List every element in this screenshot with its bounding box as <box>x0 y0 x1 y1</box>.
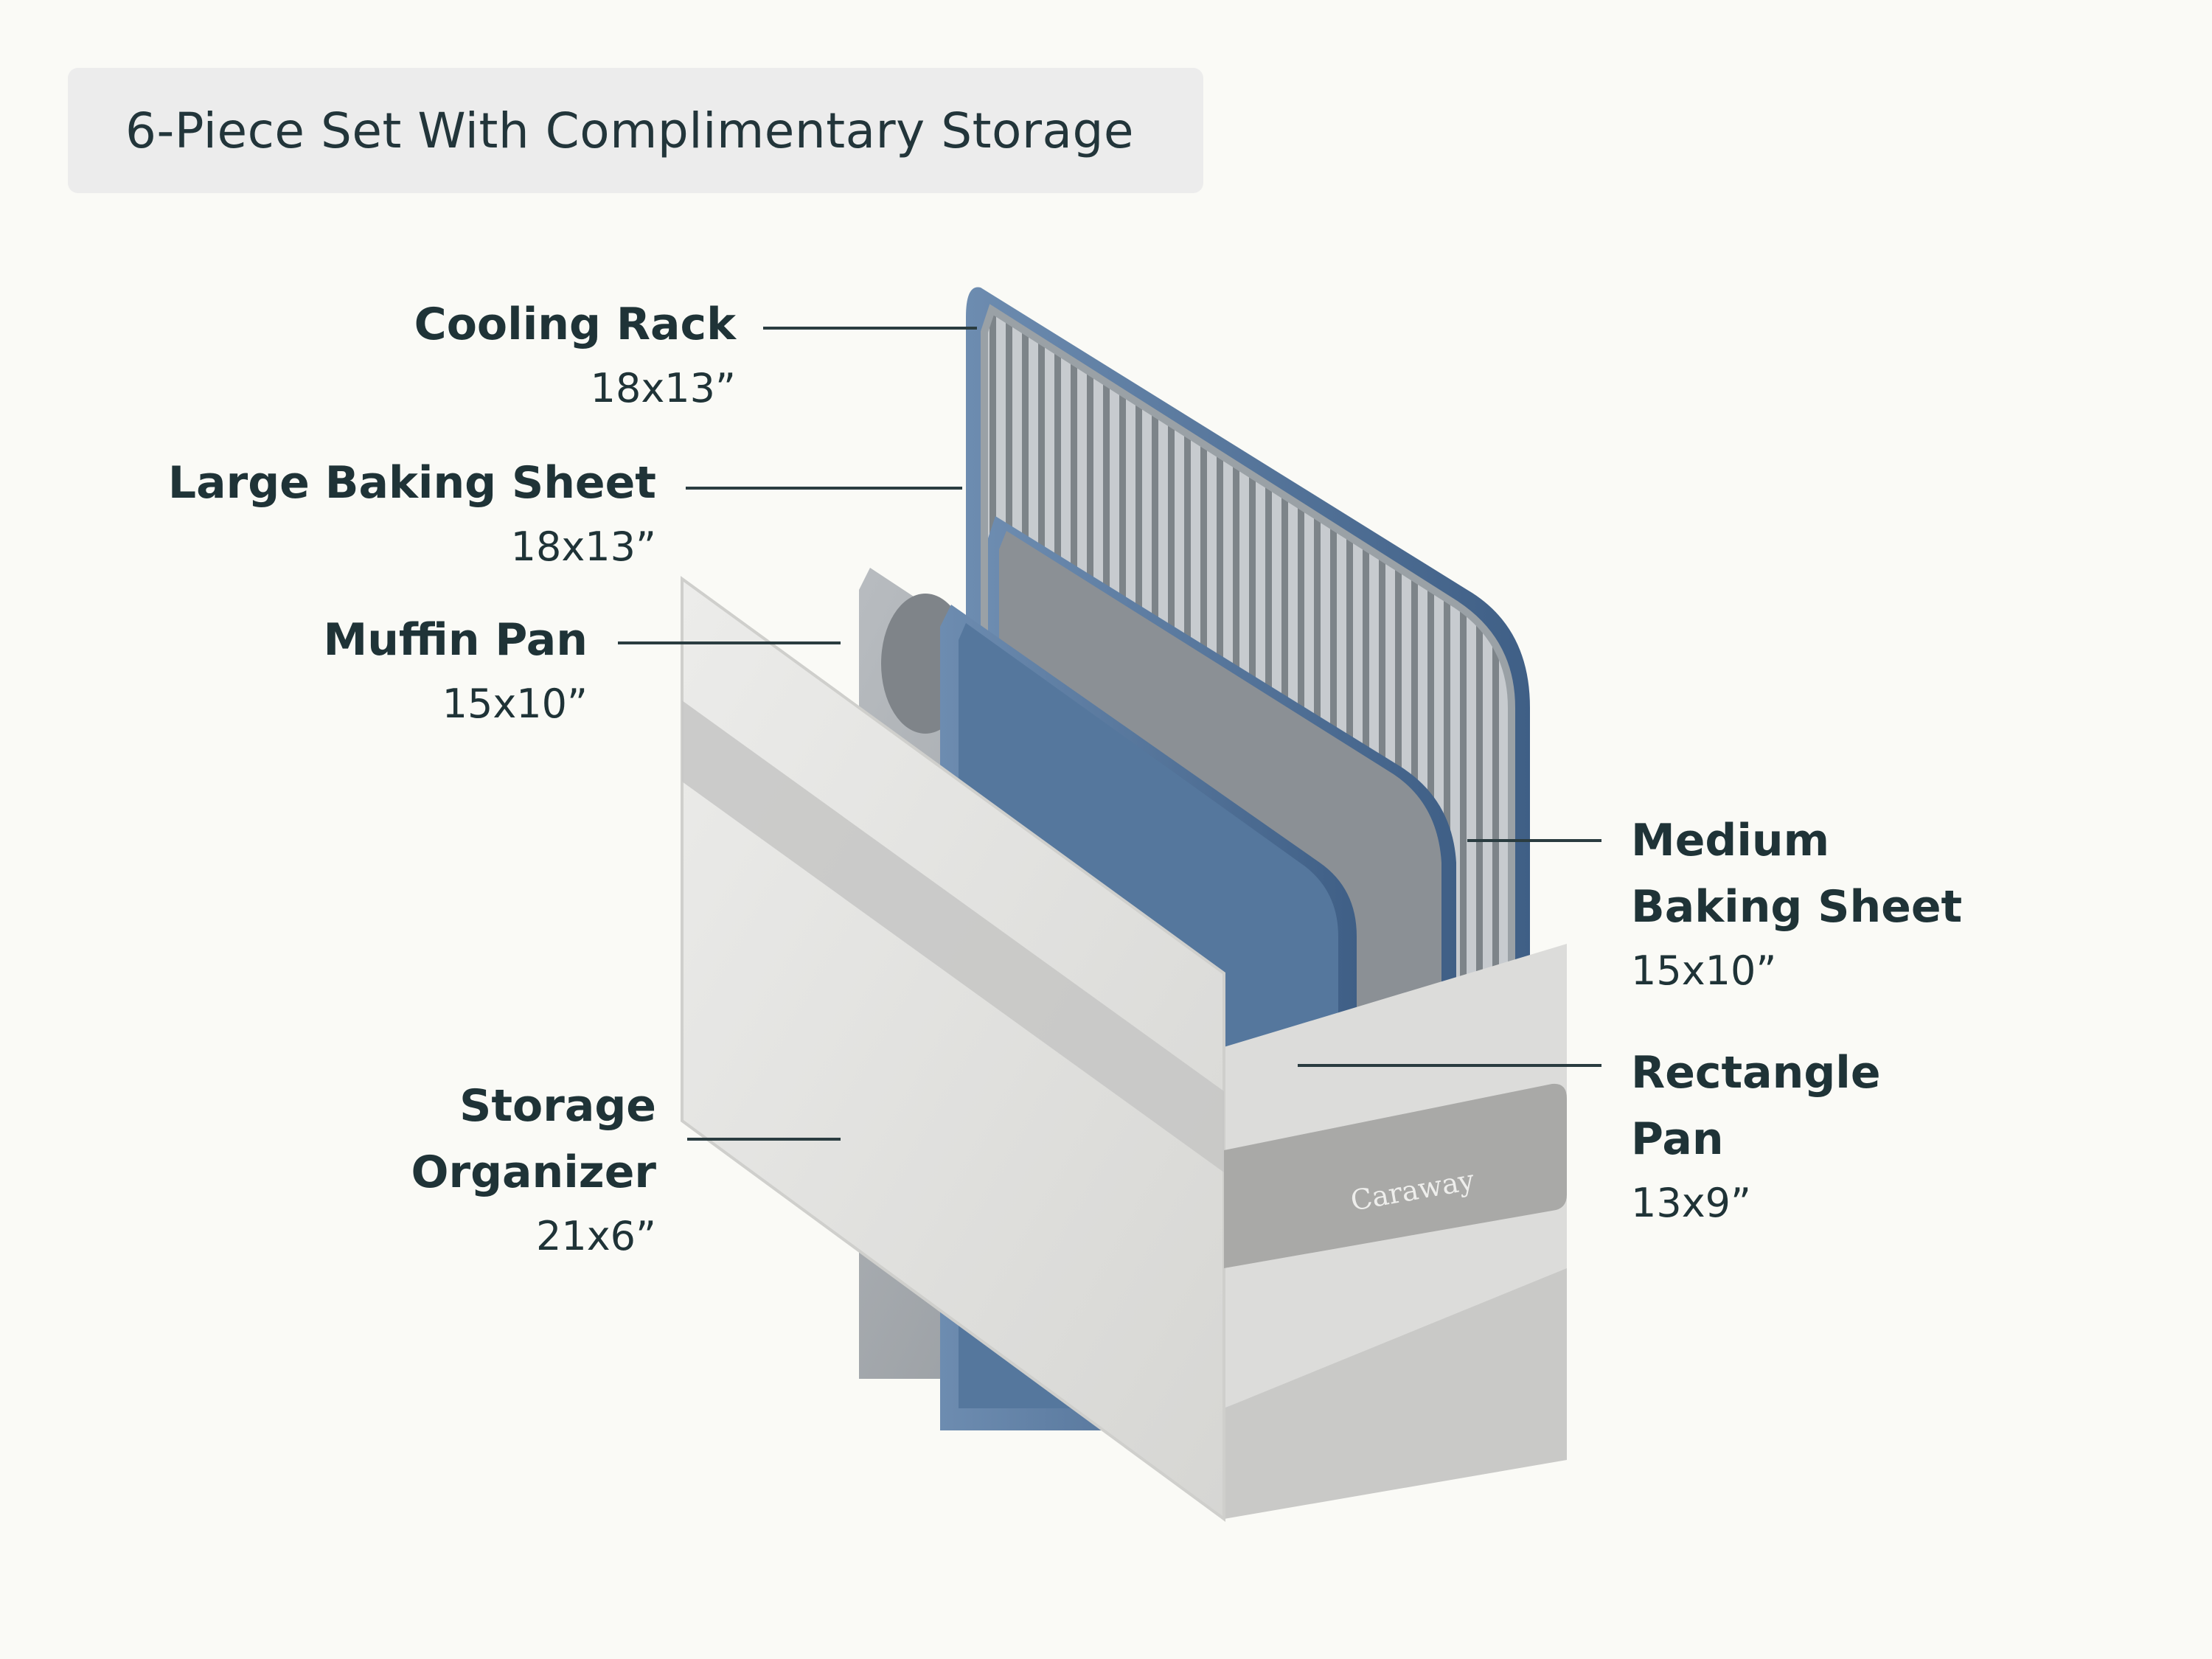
title-badge: 6-Piece Set With Complimentary Storage <box>68 68 1203 193</box>
large-baking-sheet-size: 18x13” <box>510 524 656 570</box>
rectangle-pan-size: 13x9” <box>1631 1180 1752 1226</box>
storage-organizer-side <box>1224 1261 1567 1519</box>
storage-organizer-strap <box>1224 1083 1567 1268</box>
medium-baking-sheet-name-line2: Baking Sheet <box>1631 881 1963 933</box>
page-title: 6-Piece Set With Complimentary Storage <box>125 102 1134 159</box>
cooling-rack-label: Cooling Rack 18x13” <box>414 302 736 408</box>
muffin-pan-name: Muffin Pan <box>323 614 588 666</box>
cooling-rack-name: Cooling Rack <box>414 299 736 350</box>
medium-baking-sheet-label: Medium Baking Sheet 15x10” <box>1631 818 1962 991</box>
muffin-pan-label: Muffin Pan 15x10” <box>323 618 588 724</box>
rectangle-pan-name-line2: Pan <box>1631 1113 1724 1165</box>
muffin-pan-size: 15x10” <box>442 681 588 727</box>
storage-organizer-name-line1: Storage <box>459 1080 656 1132</box>
rectangle-pan-label: Rectangle Pan 13x9” <box>1631 1051 1881 1223</box>
storage-organizer-size: 21x6” <box>535 1213 656 1259</box>
large-baking-sheet-label: Large Baking Sheet 18x13” <box>168 461 656 567</box>
rectangle-pan-name-line1: Rectangle <box>1631 1047 1881 1099</box>
storage-organizer-label: Storage Organizer 21x6” <box>411 1084 656 1256</box>
storage-organizer-band <box>682 700 1224 1172</box>
medium-baking-sheet-name-line1: Medium <box>1631 815 1830 866</box>
large-baking-sheet-name: Large Baking Sheet <box>167 457 656 509</box>
medium-baking-sheet-size: 15x10” <box>1631 947 1777 994</box>
storage-organizer-name-line2: Organizer <box>411 1147 656 1198</box>
cooling-rack-size: 18x13” <box>590 365 736 411</box>
